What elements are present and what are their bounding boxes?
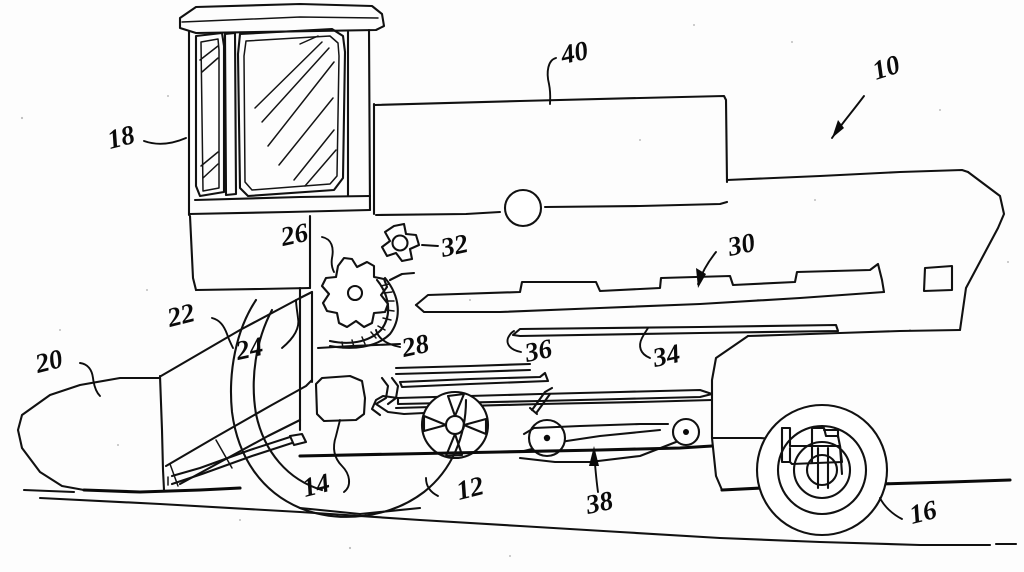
leader-12 <box>425 477 439 497</box>
ref-numeral-20: 20 <box>31 343 66 379</box>
leader-22 <box>211 317 234 349</box>
ref-numeral-40: 40 <box>557 35 591 70</box>
ref-numeral-26: 26 <box>277 217 311 252</box>
leader-lines <box>79 57 903 520</box>
operator-cab <box>178 2 386 292</box>
leader-20 <box>79 362 101 397</box>
rear-steering-wheel <box>755 403 889 537</box>
beater-impeller <box>380 222 421 263</box>
leader-36 <box>506 330 522 353</box>
leader-34 <box>639 327 651 359</box>
header-assembly <box>16 286 314 494</box>
cab-side-window <box>194 31 226 198</box>
front-drive-wheel <box>229 298 468 518</box>
ref-numeral-10: 10 <box>869 49 904 86</box>
cleaning-fan <box>420 390 490 460</box>
leader-38 <box>589 446 599 493</box>
ref-numeral-22: 22 <box>163 297 197 333</box>
ref-numeral-32: 32 <box>437 228 471 263</box>
leader-24 <box>281 299 300 349</box>
ref-numeral-16: 16 <box>906 494 940 530</box>
ground-line <box>22 488 1018 547</box>
cab-door-window <box>236 27 347 198</box>
leader-10 <box>831 95 865 139</box>
leader-14 <box>333 419 350 493</box>
ref-numeral-12: 12 <box>453 470 486 506</box>
ref-numeral-24: 24 <box>232 331 266 366</box>
leader-18 <box>143 137 187 145</box>
straw-walker <box>414 262 886 314</box>
threshing-cylinder-gear <box>320 256 390 329</box>
ref-numeral-14: 14 <box>299 467 332 503</box>
ref-numeral-38: 38 <box>582 485 616 520</box>
engine-housing <box>314 362 532 423</box>
grain-pan-return <box>298 417 714 464</box>
ref-numeral-36: 36 <box>521 333 555 368</box>
leader-16 <box>879 497 903 520</box>
ref-numeral-30: 30 <box>724 227 758 262</box>
ref-numeral-34: 34 <box>649 338 683 373</box>
threshing-assembly <box>316 256 416 350</box>
leader-32 <box>421 244 439 247</box>
leader-26 <box>321 236 335 273</box>
leader-40 <box>546 57 557 105</box>
leader-30 <box>696 251 717 288</box>
ref-numeral-28: 28 <box>398 328 432 363</box>
ref-numeral-18: 18 <box>104 119 138 155</box>
leader-28 <box>375 329 401 348</box>
concave-grate <box>328 271 416 349</box>
